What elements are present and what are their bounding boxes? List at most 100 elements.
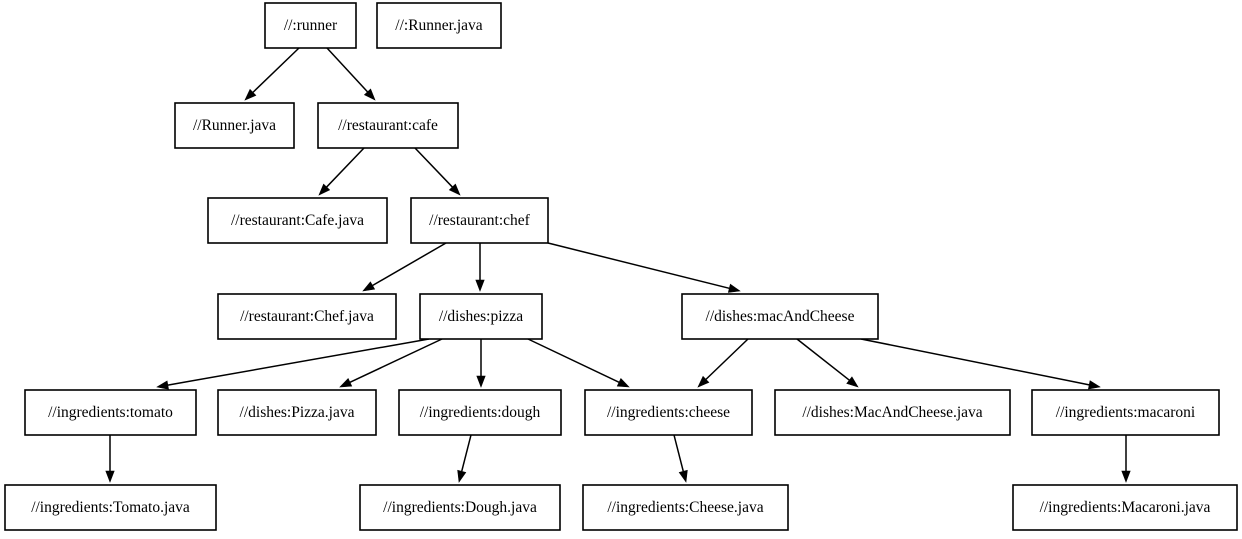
node-box[interactable] — [207, 197, 388, 244]
edge-arrowhead-icon — [362, 281, 376, 292]
graph-edge — [796, 338, 859, 388]
edge-line — [547, 242, 730, 290]
graph-node[interactable]: //dishes:pizza — [419, 293, 543, 340]
node-label: //ingredients:Tomato.java — [31, 499, 190, 516]
node-label: //restaurant:Cafe.java — [231, 212, 364, 229]
edge-arrowhead-icon — [457, 469, 467, 483]
graph-edge — [339, 338, 443, 388]
node-box[interactable] — [1012, 484, 1238, 531]
graph-edge — [244, 47, 300, 101]
node-box[interactable] — [24, 389, 197, 436]
graph-edge — [318, 147, 365, 196]
graph-node[interactable]: //ingredients:cheese — [584, 389, 753, 436]
node-box[interactable] — [410, 197, 549, 244]
edge-line — [326, 147, 365, 188]
node-box[interactable] — [398, 389, 562, 436]
graph-node[interactable]: //restaurant:chef — [410, 197, 549, 244]
graph-node[interactable]: //restaurant:cafe — [317, 102, 459, 149]
edge-line — [860, 338, 1090, 386]
node-label: //restaurant:cafe — [338, 117, 438, 134]
node-label: //dishes:pizza — [439, 308, 523, 325]
graph-node[interactable]: //restaurant:Chef.java — [217, 293, 397, 340]
node-label: //ingredients:Macaroni.java — [1040, 499, 1211, 516]
node-box[interactable] — [584, 389, 753, 436]
edge-arrowhead-icon — [318, 183, 331, 196]
node-box[interactable] — [419, 293, 543, 340]
edge-arrowhead-icon — [1121, 470, 1131, 483]
graph-node[interactable]: //ingredients:Cheese.java — [582, 484, 789, 531]
edge-line — [414, 147, 453, 188]
node-label: //dishes:macAndCheese — [706, 308, 855, 325]
graph-edge — [476, 339, 486, 388]
graph-edge — [457, 434, 472, 483]
graph-edge — [326, 47, 376, 101]
graph-node[interactable]: //ingredients:Tomato.java — [4, 484, 217, 531]
node-label: //ingredients:macaroni — [1056, 404, 1196, 421]
edge-arrowhead-icon — [105, 470, 115, 483]
node-box[interactable] — [317, 102, 459, 149]
edge-line — [167, 338, 430, 386]
edge-arrowhead-icon — [339, 377, 353, 388]
edge-arrowhead-icon — [1088, 380, 1101, 390]
edge-arrowhead-icon — [475, 279, 485, 292]
node-box[interactable] — [359, 484, 561, 531]
edge-arrowhead-icon — [846, 376, 859, 388]
node-box[interactable] — [681, 293, 879, 340]
node-label: //Runner.java — [193, 117, 276, 134]
node-label: //ingredients:dough — [420, 404, 541, 421]
graph-node[interactable]: //dishes:MacAndCheese.java — [774, 389, 1011, 436]
edge-arrowhead-icon — [448, 183, 461, 196]
graph-node[interactable]: //dishes:macAndCheese — [681, 293, 879, 340]
node-box[interactable] — [582, 484, 789, 531]
edge-line — [349, 338, 443, 383]
graph-node[interactable]: //ingredients:Dough.java — [359, 484, 561, 531]
edge-line — [705, 338, 749, 380]
graph-node[interactable]: //ingredients:tomato — [24, 389, 197, 436]
graph-edge — [156, 338, 430, 390]
node-box[interactable] — [217, 389, 377, 436]
node-label: //dishes:Pizza.java — [240, 404, 355, 421]
node-box[interactable] — [174, 102, 295, 149]
node-box[interactable] — [376, 2, 502, 49]
node-box[interactable] — [217, 293, 397, 340]
node-box[interactable] — [4, 484, 217, 531]
graph-node[interactable]: //dishes:Pizza.java — [217, 389, 377, 436]
graph-node[interactable]: //ingredients:macaroni — [1031, 389, 1220, 436]
node-box[interactable] — [774, 389, 1011, 436]
edge-arrowhead-icon — [616, 377, 630, 388]
edge-arrowhead-icon — [363, 88, 376, 101]
graph-edge — [362, 242, 447, 292]
node-label: //ingredients:tomato — [48, 404, 173, 421]
node-label: //ingredients:Dough.java — [383, 499, 537, 516]
edge-line — [372, 242, 447, 287]
graph-edge — [547, 242, 741, 293]
graph-edge — [414, 147, 461, 196]
edge-line — [252, 47, 300, 93]
graph-edge — [1121, 435, 1131, 483]
node-label: //ingredients:Cheese.java — [607, 499, 763, 516]
graph-edge — [673, 434, 688, 483]
edge-arrowhead-icon — [727, 283, 741, 293]
edge-line — [527, 338, 620, 383]
edge-arrowhead-icon — [156, 380, 169, 390]
edge-arrowhead-icon — [244, 88, 257, 101]
graph-node[interactable]: //ingredients:Macaroni.java — [1012, 484, 1238, 531]
graph-node[interactable]: //:Runner.java — [376, 2, 502, 49]
graph-nodes-layer: //:runner //:Runner.java //Runner.java //re… — [4, 2, 1238, 531]
edge-arrowhead-icon — [697, 375, 710, 388]
graph-node[interactable]: //Runner.java — [174, 102, 295, 149]
graph-edge — [105, 435, 115, 483]
edge-arrowhead-icon — [476, 375, 486, 388]
node-box[interactable] — [1031, 389, 1220, 436]
edge-arrowhead-icon — [678, 469, 688, 483]
graph-node[interactable]: //:runner — [264, 2, 357, 49]
graph-edge — [697, 338, 749, 388]
node-label: //restaurant:Chef.java — [240, 308, 374, 325]
graph-node[interactable]: //ingredients:dough — [398, 389, 562, 436]
edge-line — [326, 47, 369, 93]
node-label: //:runner — [284, 17, 338, 34]
node-box[interactable] — [264, 2, 357, 49]
graph-node[interactable]: //restaurant:Cafe.java — [207, 197, 388, 244]
